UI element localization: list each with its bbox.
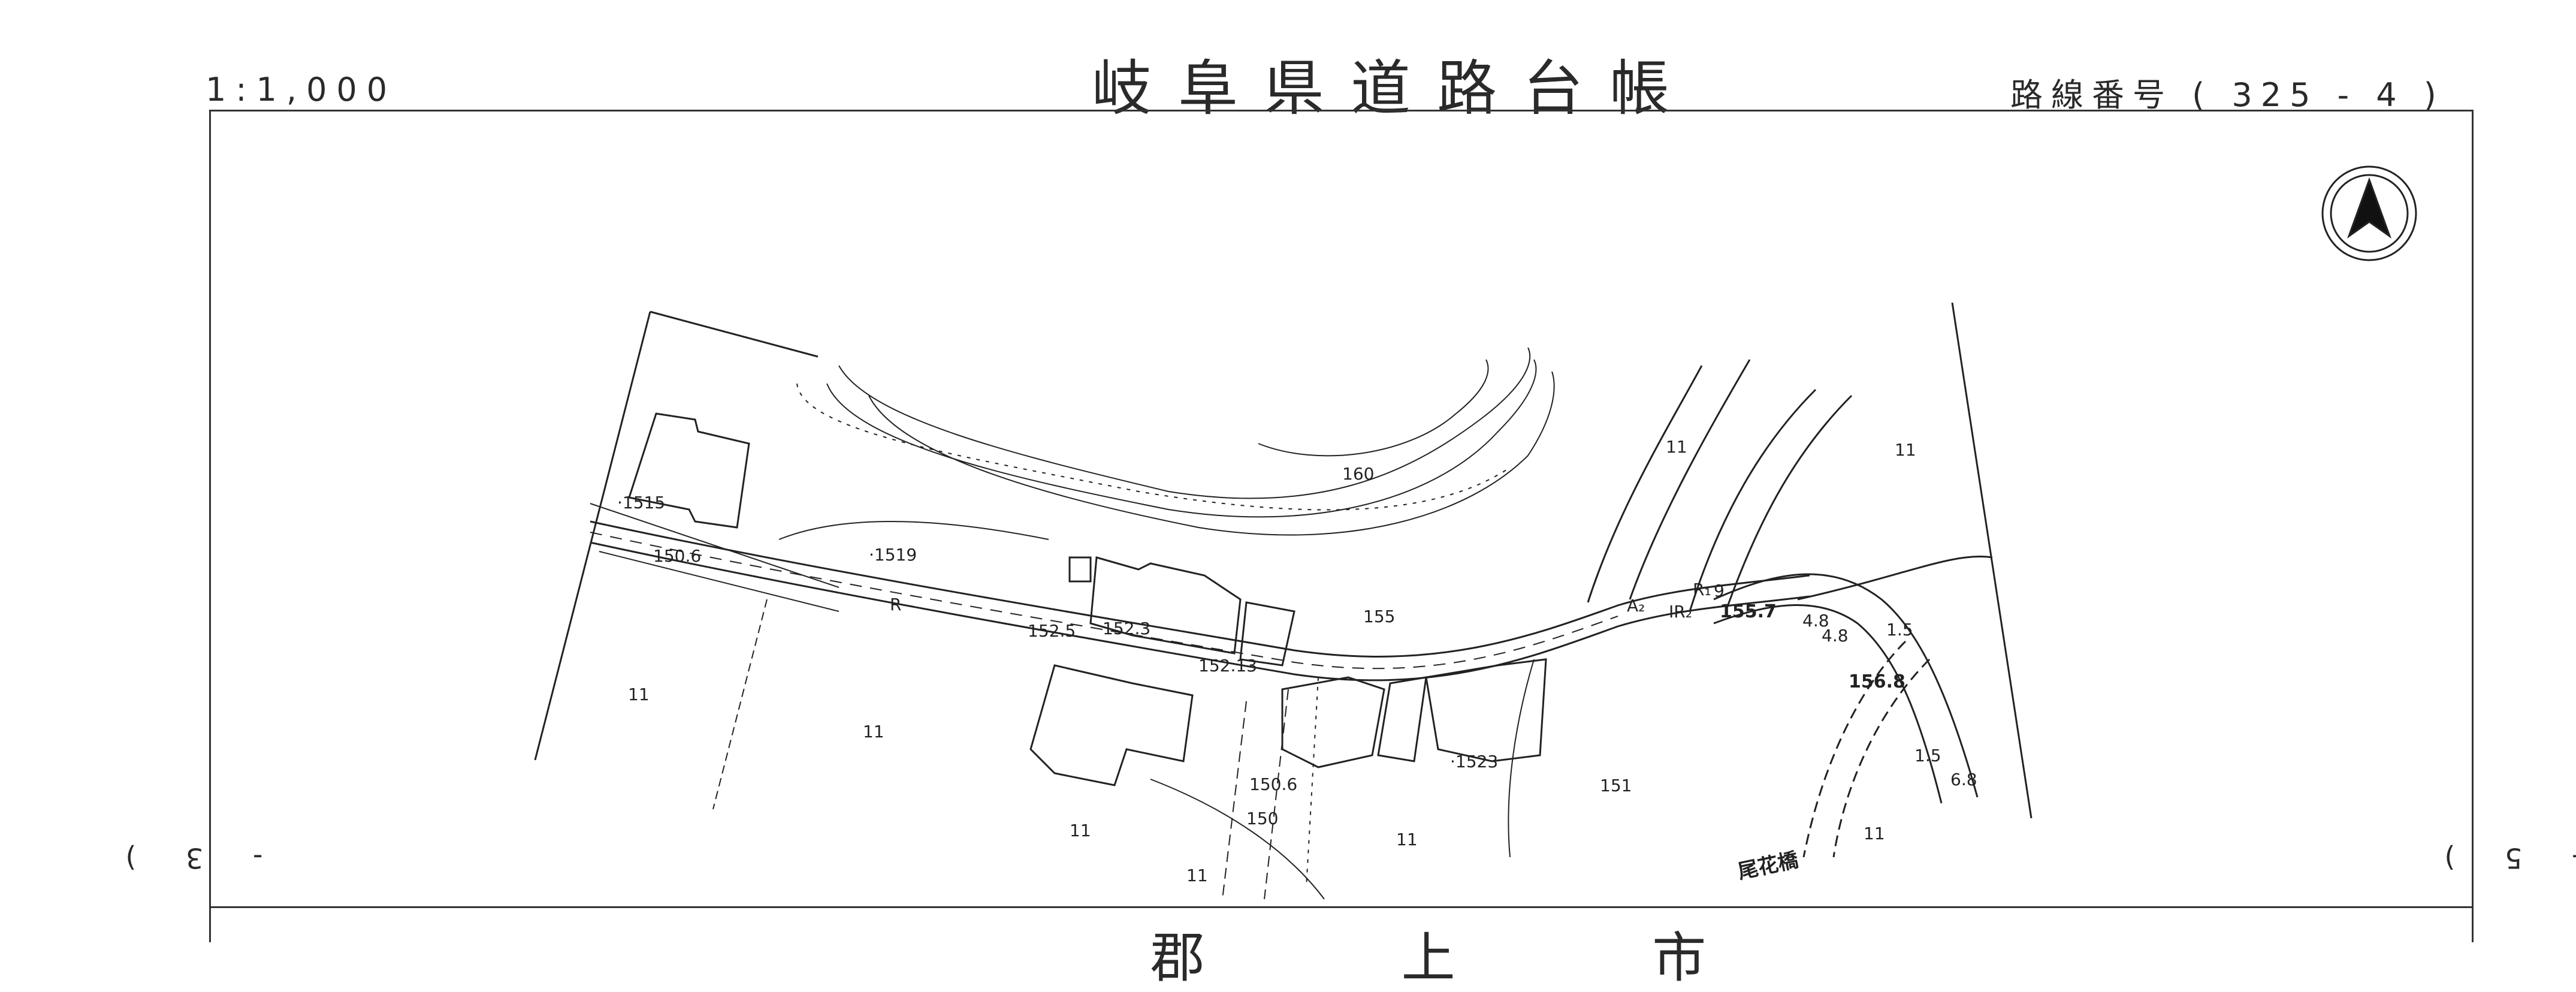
embankment xyxy=(778,521,1049,540)
elevation-label: 155.7 xyxy=(1720,601,1777,622)
curve-mark: A₂ xyxy=(1627,596,1645,616)
building xyxy=(1377,676,1427,762)
map-frame xyxy=(209,110,2474,942)
elevation-label: ·1519 xyxy=(869,545,917,565)
land-mark: 11 xyxy=(1895,440,1916,460)
land-mark: 11 xyxy=(1186,866,1208,885)
building xyxy=(1089,556,1242,655)
elevation-label: 152.3 xyxy=(1103,619,1150,638)
curve-mark: 6.8 xyxy=(1950,770,1977,789)
elevation-label: 160 xyxy=(1342,464,1374,484)
building xyxy=(1239,601,1295,667)
map-boundary xyxy=(534,302,2033,819)
elevation-label: 152.5 xyxy=(1028,621,1076,641)
map-scale: 1:1,000 xyxy=(206,71,397,108)
elevation-label: 151 xyxy=(1600,776,1632,795)
map-divider xyxy=(209,906,2474,908)
curve-mark: R₁ xyxy=(1693,580,1711,599)
elevation-label: 155 xyxy=(1363,607,1395,626)
elevation-label: 152.13 xyxy=(1198,656,1257,676)
building xyxy=(1425,658,1547,762)
building xyxy=(1029,664,1194,786)
elevation-label: 156.8 xyxy=(1849,671,1905,692)
land-mark: 11 xyxy=(863,722,884,741)
road-edge-south xyxy=(590,541,1810,682)
road-edge-north xyxy=(590,520,1810,658)
building xyxy=(1281,676,1385,768)
curve-mark: IR₂ xyxy=(1669,602,1692,622)
land-mark: 11 xyxy=(1666,437,1687,457)
elevation-label: ·1523 xyxy=(1450,752,1498,771)
curve-mark: 4.8 xyxy=(1802,611,1829,631)
land-mark: 11 xyxy=(1070,821,1091,840)
road-map-drawing: ·1515 150.6 ·1519 152.3 152.5 152.13 155… xyxy=(534,165,2417,900)
page-title: 岐阜県道路台帳 xyxy=(1092,53,1696,123)
elevation-label: 150 xyxy=(1246,809,1278,828)
road-east-curve xyxy=(1713,573,1979,804)
elevation-label: 150.6 xyxy=(653,546,701,566)
contour-lines xyxy=(838,347,1531,499)
route-number: 路線番号 ( 325 - 4 ) xyxy=(2010,76,2445,114)
elevation-label: 150.6 xyxy=(1249,774,1297,794)
curve-mark: 1.5 xyxy=(1914,746,1941,765)
curve-mark: R xyxy=(890,595,901,614)
land-mark: 11 xyxy=(628,685,650,704)
north-arrow-icon xyxy=(2321,165,2417,261)
curve-mark: 9 xyxy=(1714,581,1725,601)
elevation-label: ·1515 xyxy=(617,493,665,512)
land-mark: 11 xyxy=(1864,824,1885,843)
road-north-branch xyxy=(1587,359,1751,603)
curve-mark: 4.8 xyxy=(1822,626,1849,646)
land-mark: 11 xyxy=(1396,830,1418,849)
curve-mark: 1.5 xyxy=(1886,620,1913,640)
building xyxy=(628,412,750,529)
